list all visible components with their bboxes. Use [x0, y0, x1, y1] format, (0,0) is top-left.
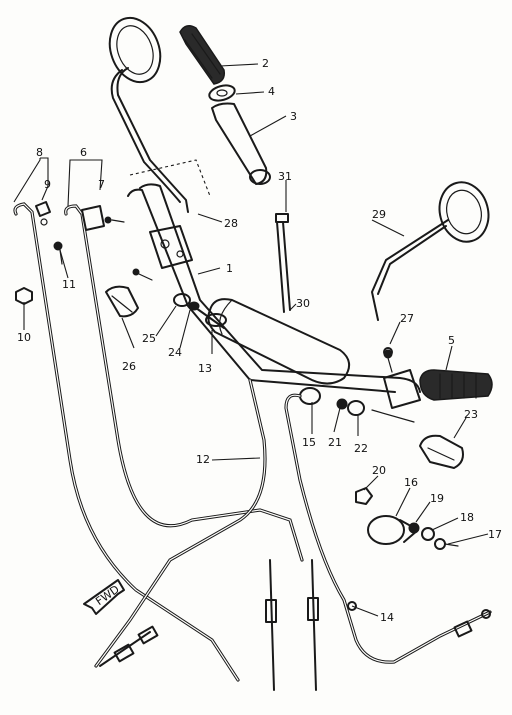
- callout-7: 7: [98, 178, 105, 191]
- callout-21: 21: [328, 436, 342, 449]
- handlebar-pad: [207, 298, 351, 385]
- callout-labels: 1 2 3 4 5 6 7 8 9 10 11 12 13 14 15 16 1…: [17, 57, 502, 624]
- callout-6: 6: [80, 146, 87, 159]
- callout-10: 10: [17, 331, 31, 344]
- adjuster-9: [35, 201, 51, 226]
- bolt-17: [434, 538, 459, 550]
- callout-1: 1: [226, 262, 233, 275]
- callout-14: 14: [380, 611, 394, 624]
- throttle-cable-12: [94, 378, 267, 668]
- callout-3: 3: [290, 110, 297, 123]
- callout-19: 19: [430, 492, 444, 505]
- right-grip: [419, 369, 493, 401]
- callout-13: 13: [198, 362, 212, 375]
- front-arrow: FWD: [83, 579, 125, 615]
- callout-5: 5: [448, 334, 455, 347]
- nut-20: [355, 487, 373, 505]
- long-bolt: [275, 213, 291, 313]
- callout-28: 28: [224, 217, 238, 230]
- right-switch: [419, 434, 464, 469]
- callout-22: 22: [354, 442, 368, 455]
- callout-24: 24: [168, 346, 182, 359]
- callout-25: 25: [142, 332, 156, 345]
- grip-washer: [208, 84, 236, 102]
- callout-18: 18: [460, 511, 474, 524]
- callout-8: 8: [36, 146, 43, 159]
- throttle-cable-14: [284, 393, 492, 664]
- callout-2: 2: [262, 57, 269, 70]
- washer-19: [408, 522, 420, 534]
- left-mirror: [108, 16, 189, 213]
- clamp-assembly: [299, 387, 365, 416]
- screw-27: [383, 347, 393, 357]
- collar-25-24: [173, 293, 227, 329]
- callout-16: 16: [404, 476, 418, 489]
- callout-4: 4: [268, 85, 275, 98]
- left-switch-26: [105, 285, 139, 318]
- handlebar: [127, 183, 421, 393]
- callout-27: 27: [400, 312, 414, 325]
- right-mirror: [371, 181, 490, 321]
- washer-18: [421, 527, 435, 541]
- callout-23: 23: [464, 408, 478, 421]
- callout-30: 30: [296, 297, 310, 310]
- clutch-cable-8: [13, 202, 240, 682]
- choke-cable-6: [64, 204, 304, 562]
- cable-ends: [99, 559, 491, 691]
- callout-20: 20: [372, 464, 386, 477]
- callout-29: 29: [372, 208, 386, 221]
- callout-9: 9: [44, 178, 51, 191]
- nut-10: [15, 287, 33, 305]
- callout-15: 15: [302, 436, 316, 449]
- callout-17: 17: [488, 528, 502, 541]
- leader-lines: [13, 63, 489, 617]
- callout-12: 12: [196, 453, 210, 466]
- small-screw: [132, 268, 153, 281]
- callout-31: 31: [278, 170, 292, 183]
- callout-11: 11: [62, 278, 76, 291]
- callout-26: 26: [122, 360, 136, 373]
- left-switch-housing: [149, 225, 193, 269]
- throttle-sleeve: [211, 102, 271, 185]
- adjuster-7: [81, 205, 125, 231]
- throttle-grip: [179, 25, 226, 85]
- right-lever-bracket: [371, 349, 421, 423]
